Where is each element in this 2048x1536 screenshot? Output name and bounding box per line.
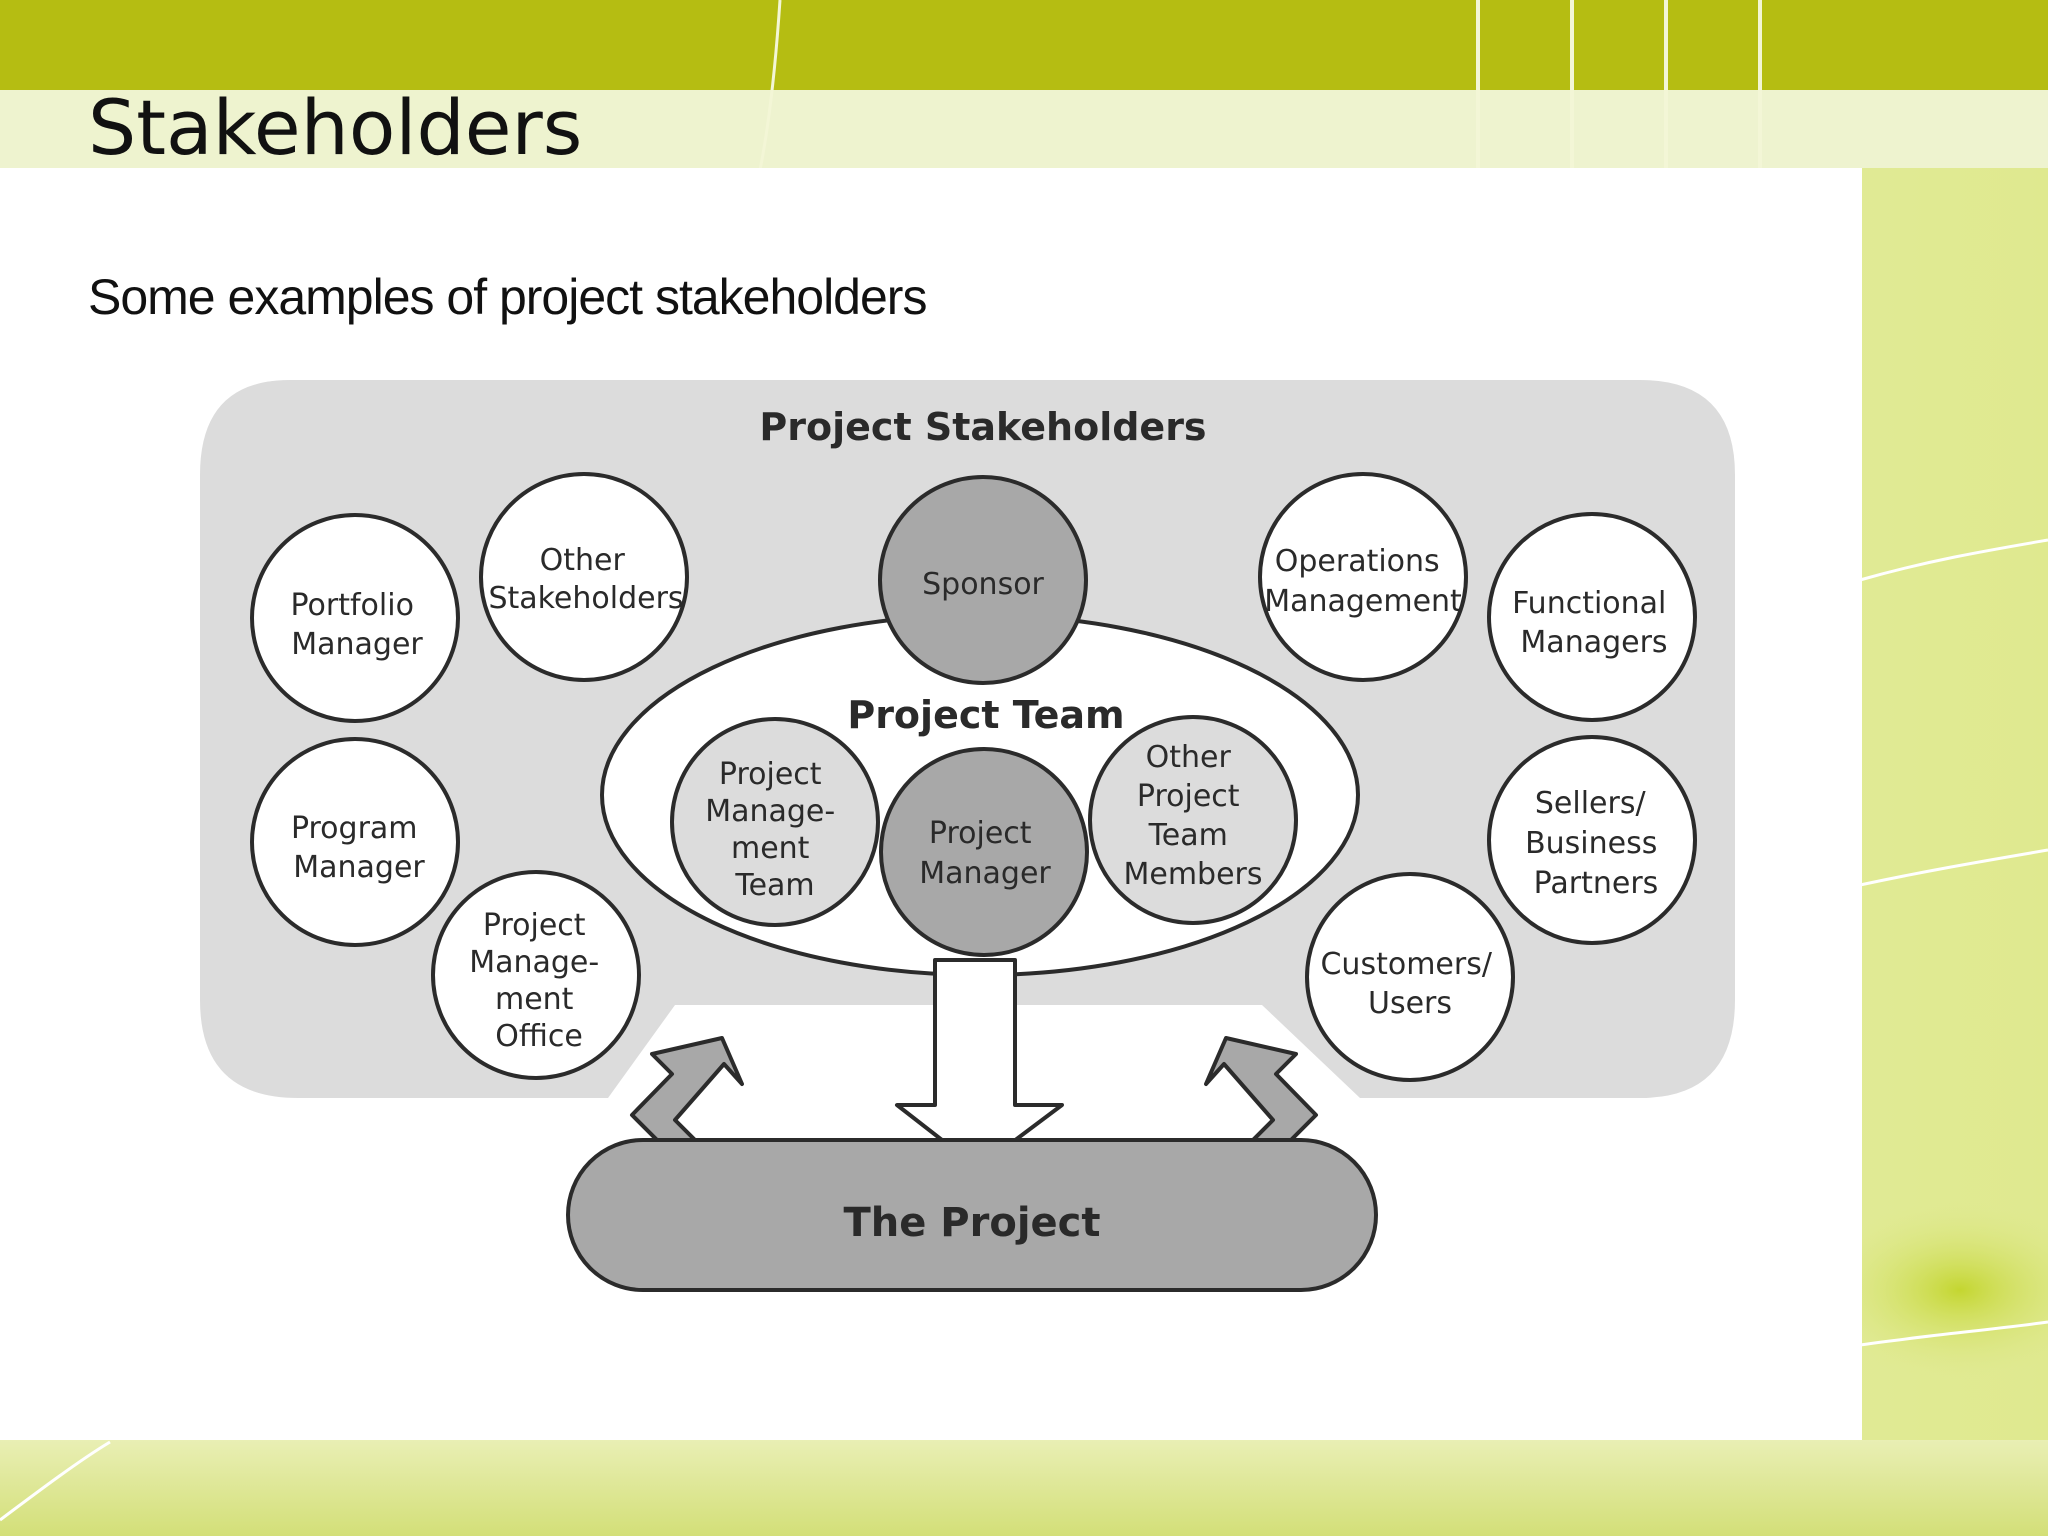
sponsor-circle — [878, 475, 1088, 685]
functional-line-1: Functional — [1512, 586, 1666, 621]
project-team-label: Project Team — [847, 693, 1124, 737]
sellers-line-3: Partners — [1534, 866, 1659, 901]
operations-line-2: Management — [1264, 584, 1462, 619]
operations-management-circle — [1258, 472, 1468, 682]
operations-line-1: Operations — [1275, 544, 1440, 579]
pm-team-line-4: Team — [734, 868, 814, 903]
left-up-arrow — [630, 1036, 744, 1150]
portfolio-manager-circle — [250, 513, 460, 723]
pmo-line-2: Manage- — [469, 945, 599, 980]
sellers-partners-circle — [1487, 735, 1697, 945]
other-team-line-4: Members — [1123, 857, 1262, 892]
operations-management-label: Operations Management — [1264, 544, 1462, 619]
other-stakeholders-circle — [479, 472, 689, 682]
other-team-members-label: Other Project Team Members — [1123, 740, 1262, 892]
portfolio-line-1: Portfolio — [291, 588, 414, 623]
the-project-label: The Project — [843, 1200, 1100, 1246]
portfolio-line-2: Manager — [291, 627, 423, 662]
project-stakeholders-label: Project Stakeholders — [759, 405, 1206, 449]
customers-users-label: Customers/ Users — [1320, 947, 1501, 1021]
customers-line-2: Users — [1368, 986, 1452, 1021]
decor-line — [1859, 848, 2048, 887]
project-manager-circle — [879, 747, 1089, 957]
portfolio-manager-label: Portfolio Manager — [291, 588, 424, 662]
pmo-line-4: Office — [495, 1019, 583, 1054]
functional-managers-label: Functional Managers — [1512, 586, 1676, 660]
decor-line — [0, 1440, 111, 1522]
project-manager-line-2: Manager — [919, 856, 1051, 891]
header-fade — [0, 90, 2048, 168]
other-stakeholders-label: Other Stakeholders — [488, 543, 683, 616]
program-manager-circle — [250, 737, 460, 947]
down-arrow — [895, 958, 1064, 1170]
project-manager-label: Project Manager — [919, 816, 1051, 891]
other-team-line-1: Other — [1146, 740, 1232, 775]
program-line-1: Program — [291, 811, 418, 846]
pm-team-line-3: ment — [731, 831, 810, 866]
slide-subtitle: Some examples of project stakeholders — [88, 269, 927, 325]
pm-team-line-2: Manage- — [705, 794, 835, 829]
the-project-shape — [566, 1138, 1378, 1292]
project-manager-line-1: Project — [929, 816, 1032, 851]
functional-line-2: Managers — [1520, 625, 1667, 660]
header-band — [0, 0, 2048, 90]
right-up-arrow — [1204, 1036, 1318, 1150]
pmo-line-1: Project — [483, 908, 586, 943]
bottom-band — [0, 1440, 2048, 1536]
customers-users-circle — [1305, 872, 1515, 1082]
other-team-members-circle — [1088, 715, 1298, 925]
pm-team-label: Project Manage- ment Team — [705, 757, 845, 903]
pmo-line-3: ment — [495, 982, 574, 1017]
sellers-partners-label: Sellers/ Business Partners — [1525, 786, 1667, 901]
pmo-label: Project Manage- ment Office — [469, 908, 609, 1054]
other-stakeholders-line-2: Stakeholders — [488, 581, 683, 616]
pm-team-line-1: Project — [719, 757, 822, 792]
sellers-line-2: Business — [1525, 826, 1657, 861]
functional-managers-circle — [1487, 512, 1697, 722]
other-team-line-3: Team — [1148, 818, 1228, 853]
pm-team-circle — [670, 717, 880, 927]
other-team-line-2: Project — [1137, 779, 1240, 814]
sponsor-line-1: Sponsor — [922, 567, 1044, 602]
customers-line-1: Customers/ — [1320, 947, 1492, 982]
other-stakeholders-line-1: Other — [540, 543, 626, 578]
sellers-line-1: Sellers/ — [1535, 786, 1647, 821]
sponsor-label: Sponsor — [922, 567, 1044, 602]
slide-title: Stakeholders — [88, 83, 583, 172]
pmo-circle — [431, 870, 641, 1080]
program-manager-label: Program Manager — [291, 811, 427, 885]
decor-line — [758, 0, 782, 171]
program-line-2: Manager — [293, 850, 425, 885]
glow-decoration — [1810, 1200, 2048, 1380]
decor-line — [1859, 538, 2048, 582]
decor-line — [1859, 1320, 2048, 1347]
